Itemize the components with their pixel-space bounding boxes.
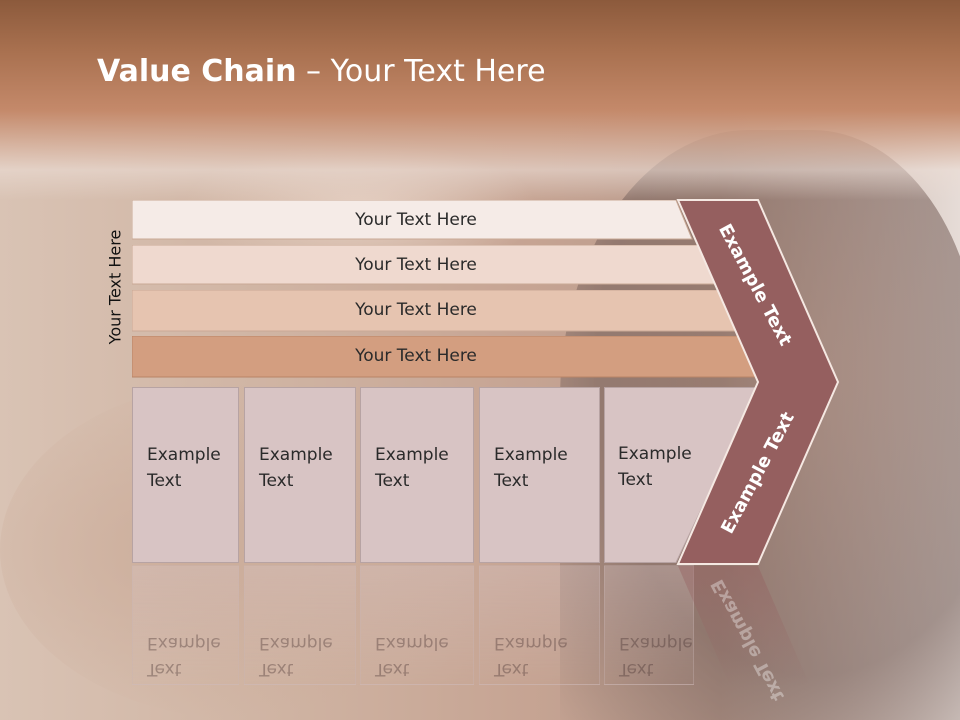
box-reflection: Text Example [604,565,694,685]
reflection-line: Text [147,659,182,679]
box-line-2: Text [494,471,529,491]
example-box-1: Example Text [132,387,239,563]
box-text: Example Text [147,442,247,494]
box-line-2: Text [375,471,410,491]
header-band [0,0,960,200]
value-row-2: Your Text Here [132,245,722,285]
reflection-line: Example [375,633,449,653]
title-rest: – Your Text Here [296,54,546,89]
row-shape [132,200,693,240]
box-line-1: Example [259,445,333,465]
reflection-text: Text Example [147,630,247,682]
example-box-2: Example Text [244,387,356,563]
reflection-line: Text [494,659,529,679]
box-line-1: Example [375,445,449,465]
example-box-5: Example Text [604,387,764,563]
box-line-2: Text [147,471,182,491]
page-title: Value Chain – Your Text Here [97,54,546,89]
reflection-text: Text Example [494,630,594,682]
value-row-3: Your Text Here [132,290,744,332]
box-text: Example Text [259,442,359,494]
reflection-line: Text [259,659,294,679]
chevron-body [676,199,840,565]
box-shape [604,387,760,563]
reflection-text: Text Example [259,630,359,682]
box-text: Example Text [494,442,594,494]
chevron-reflection [678,566,810,686]
reflection-line: Example [259,633,333,653]
row-label: Your Text Here [355,255,477,275]
box-reflection: Text Example [479,565,600,685]
reflection-line: Text [375,659,410,679]
box-line-2: Text [618,470,653,490]
reflection-line: Example [494,633,568,653]
row-label: Your Text Here [355,300,477,320]
box-line-2: Text [259,471,294,491]
box-line-1: Example [618,444,692,464]
box-line-1: Example [147,445,221,465]
example-box-3: Example Text [360,387,474,563]
example-box-4: Example Text [479,387,600,563]
row-label: Your Text Here [355,346,477,366]
box-reflection: Text Example [360,565,474,685]
row-label: Your Text Here [355,210,477,230]
side-label: Your Text Here [105,229,125,345]
title-bold: Value Chain [97,54,297,89]
chevron-shape [676,199,840,686]
box-text: Example Text [375,442,475,494]
reflection-text: Text Example [375,630,475,682]
box-line-1: Example [494,445,568,465]
box-text: Example Text [618,441,718,493]
reflection-line: Example [147,633,221,653]
box-reflection: Text Example [132,565,239,685]
value-row-1: Your Text Here [132,200,694,240]
box-reflection: Text Example [244,565,356,685]
